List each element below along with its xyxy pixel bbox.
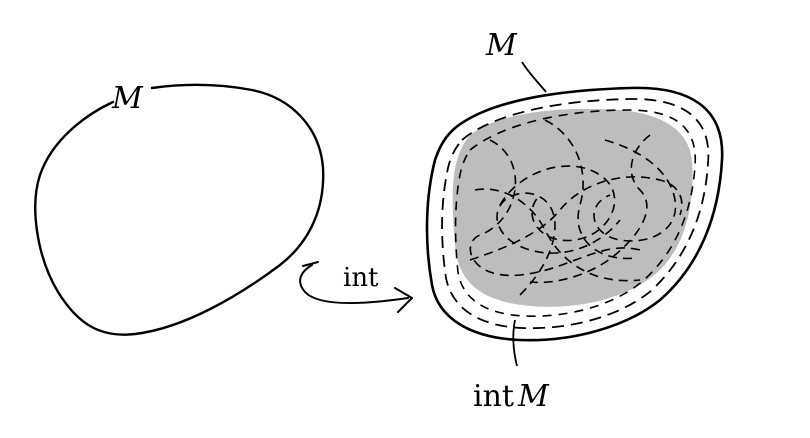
interior-region [452,108,693,307]
dashed-boundary-curve-2 [454,109,696,318]
int-map: int [299,261,413,313]
right-set-label: M [485,28,518,63]
interior-leader [512,319,518,367]
dashed-boundary-curve-1 [441,98,710,330]
interior-label-var: M [517,379,550,414]
int-arrow-curve [299,264,409,304]
left-set-boundary [34,83,325,336]
interior-label-prefix: int [473,379,514,414]
right-set-leader [521,61,547,93]
int-arrow-tail-icon [302,261,319,267]
dashed-tangle-7 [529,134,651,284]
right-set-boundary [425,86,724,342]
int-arrow-head-icon [394,287,413,313]
int-map-label: int [343,263,379,293]
left-set-label: M [111,81,144,116]
dashed-tangle-6 [496,192,621,296]
dashed-tangle-4 [593,139,677,242]
left-set: M [34,81,325,336]
